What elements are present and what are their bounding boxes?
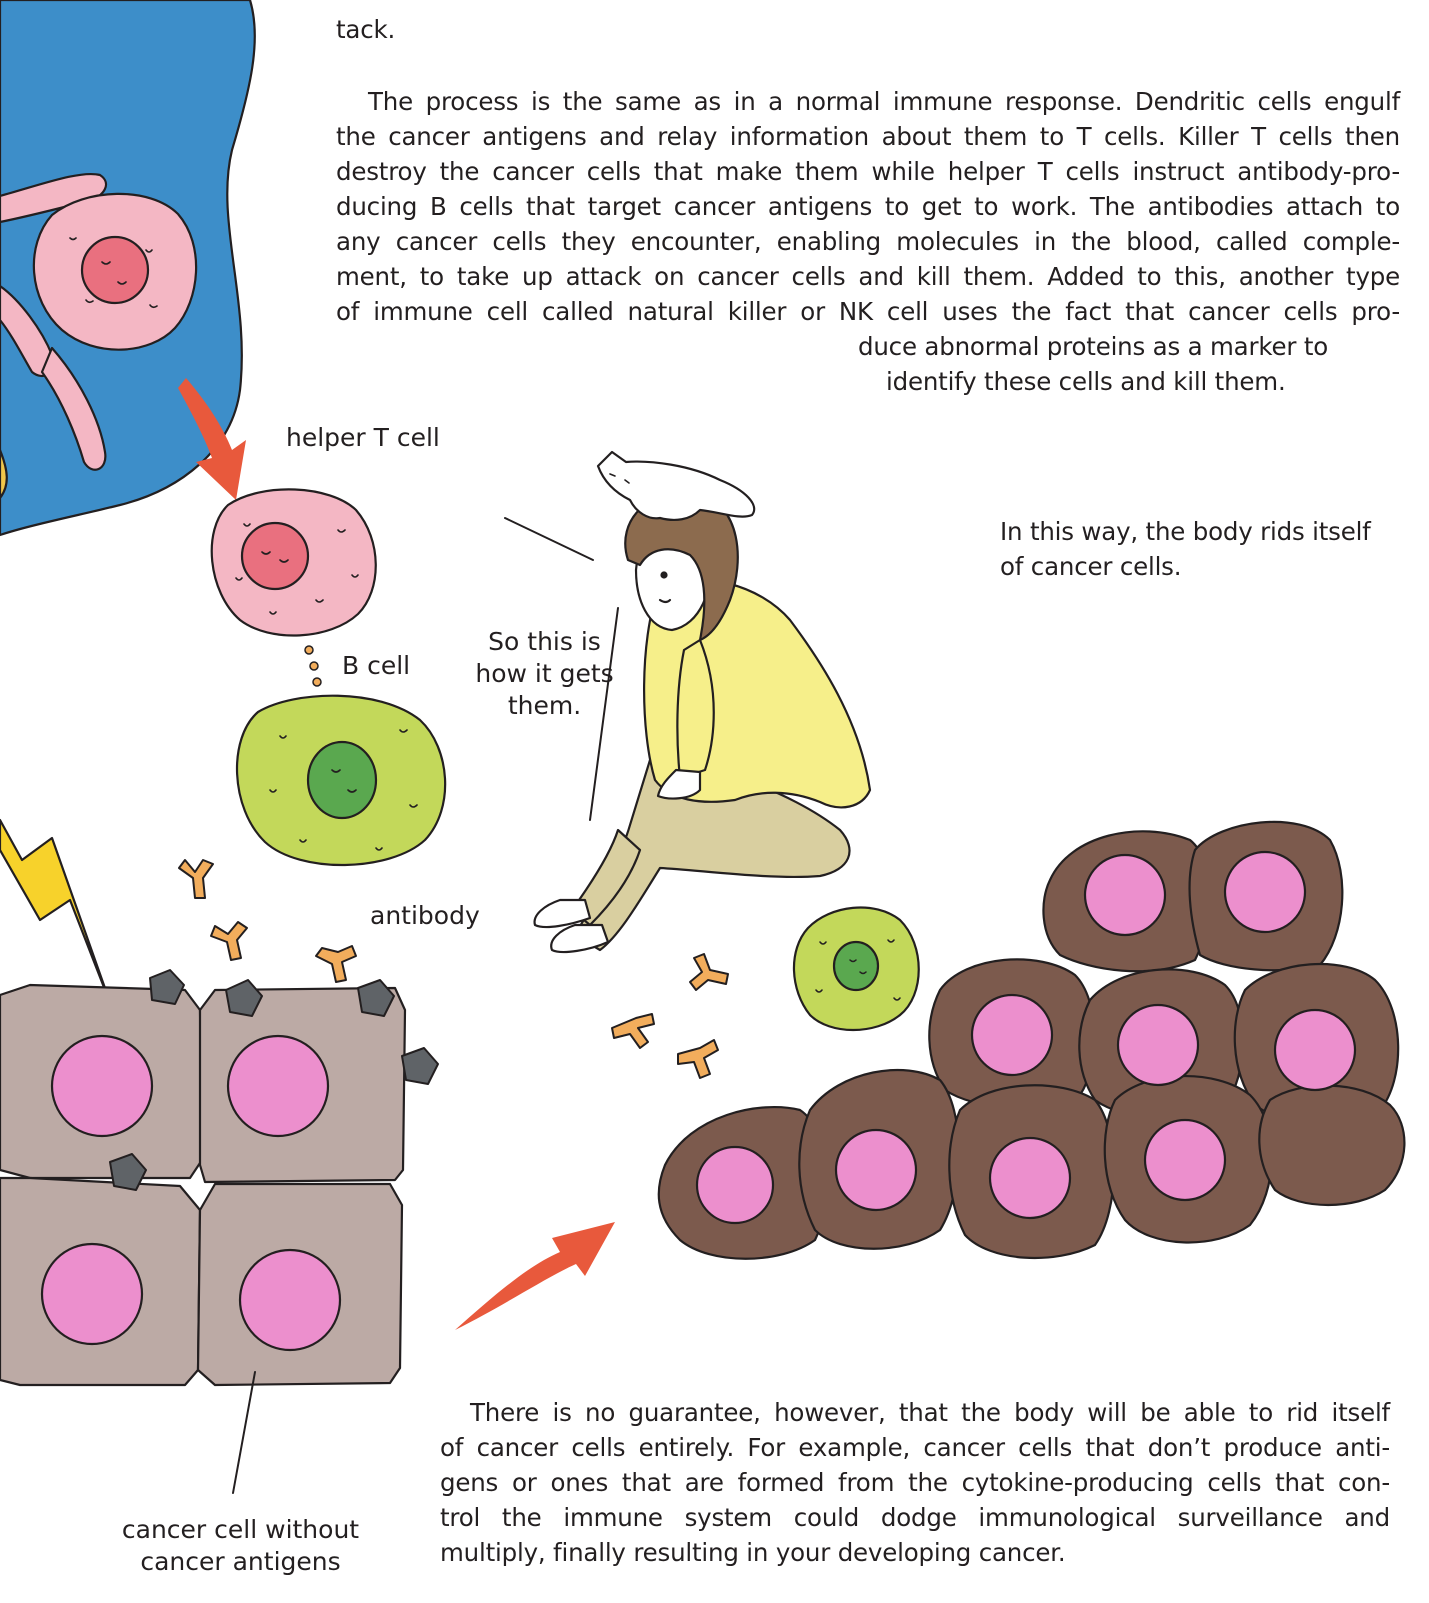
person-figure	[535, 493, 870, 952]
paragraph-line: ment, to take up attack on cancer cells …	[336, 259, 1400, 294]
speech-line: So this is	[462, 626, 627, 658]
text-fragment: tack.	[336, 12, 395, 47]
paragraph-line: multiply, finally resulting in your deve…	[440, 1535, 1390, 1570]
label-helper-t-cell: helper T cell	[286, 422, 440, 454]
b-cell-nucleus	[308, 742, 376, 818]
speech-line: how it gets	[462, 658, 627, 690]
arrow-right	[455, 1222, 615, 1330]
label-pointer	[233, 1372, 255, 1493]
label-cancer-cell-without-antigens: cancer cell without cancer antigens	[108, 1514, 373, 1578]
label-line: cancer cell without	[108, 1514, 373, 1546]
paragraph-line: of immune cell called natural killer or …	[336, 294, 1400, 329]
paragraph-line: There is no guarantee, however, that the…	[440, 1395, 1390, 1430]
paragraph-line: ducing B cells that target cancer antige…	[336, 189, 1400, 224]
speech-pointer	[505, 518, 593, 560]
speech-line: them.	[462, 690, 627, 722]
label-line: cancer antigens	[108, 1546, 373, 1578]
label-antibody: antibody	[370, 900, 480, 932]
paragraph-line: any cancer cells they encounter, enablin…	[336, 224, 1400, 259]
paragraph-line: The process is the same as in a normal i…	[336, 84, 1400, 119]
paragraph-line: trol the immune system could dodge immun…	[440, 1500, 1390, 1535]
helper-t-nucleus	[242, 523, 308, 589]
cat-figure	[598, 452, 754, 520]
paragraph-rids-itself: In this way, the body rids itself of can…	[1000, 514, 1410, 584]
paragraph-line: destroy the cancer cells that make them …	[336, 154, 1400, 189]
paragraph-line: In this way, the body rids itself	[1000, 514, 1410, 549]
paragraph-line: of cancer cells entirely. For example, c…	[440, 1430, 1390, 1465]
speech-bubble-text: So this is how it gets them.	[462, 626, 627, 722]
paragraph-line: of cancer cells.	[1000, 549, 1410, 584]
normal-cell-cluster	[0, 970, 438, 1385]
paragraph-line: duce abnormal proteins as a marker to	[858, 329, 1400, 364]
paragraph-immune-process: The process is the same as in a normal i…	[336, 84, 1400, 329]
label-b-cell: B cell	[342, 650, 410, 682]
paragraph-line: identify these cells and kill them.	[858, 364, 1400, 399]
lightning-bolt	[0, 820, 112, 1008]
engulfed-nucleus	[82, 237, 148, 303]
paragraph-line: the cancer antigens and relay informatio…	[336, 119, 1400, 154]
paragraph-line: gens or ones that are formed from the cy…	[440, 1465, 1390, 1500]
paragraph-immune-tail: duce abnormal proteins as a marker to id…	[858, 329, 1400, 399]
paragraph-no-guarantee: There is no guarantee, however, that the…	[440, 1395, 1390, 1570]
